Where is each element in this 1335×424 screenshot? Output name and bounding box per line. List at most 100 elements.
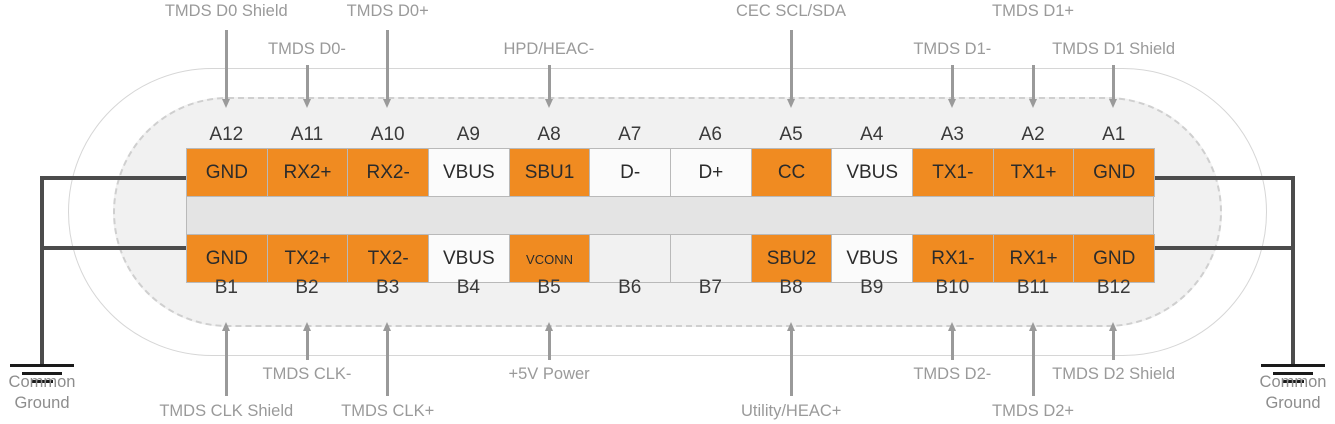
arrow-shaft xyxy=(950,65,954,99)
annotation-arrow-b11 xyxy=(1028,322,1038,396)
pin-cell-label: RX2- xyxy=(366,161,410,183)
arrow-head xyxy=(383,99,392,108)
left-ground-wire-bottom xyxy=(40,246,190,250)
annotation-arrow-a3 xyxy=(947,65,957,108)
pin-cell-label: TX1+ xyxy=(1010,161,1057,183)
arrow-head xyxy=(383,322,392,331)
annotation-arrow-a8 xyxy=(544,65,554,108)
annotation-arrow-b3 xyxy=(383,322,392,396)
pin-cell-b9-vbus: VBUS xyxy=(831,234,914,283)
left-ground-label-line1: Common xyxy=(8,373,76,391)
pin-cell-a12-gnd: GND xyxy=(186,148,268,197)
right-ground-symbol-bar-1 xyxy=(1261,364,1325,367)
annotation-label-a8: HPD/HEAC- xyxy=(503,40,595,58)
annotation-label-b12: TMDS D2 Shield xyxy=(1052,365,1176,383)
pin-cell-label: SBU1 xyxy=(524,161,575,183)
pin-cell-b12-gnd: GND xyxy=(1073,234,1156,283)
pin-cell-b7-empty xyxy=(670,234,752,283)
pin-id-a4: A4 xyxy=(860,124,884,145)
pin-cell-a1-gnd: GND xyxy=(1073,148,1156,197)
pin-cell-label: VBUS xyxy=(442,161,495,183)
pin-cell-label: D+ xyxy=(698,161,724,183)
annotation-arrow-a2 xyxy=(1028,65,1038,108)
annotation-arrow-b1 xyxy=(221,322,231,396)
pin-cell-a4-vbus: VBUS xyxy=(831,148,914,197)
left-common-ground-label: Common Ground xyxy=(0,372,97,414)
pin-cell-label: GND xyxy=(205,247,248,269)
pin-cell-label: VBUS xyxy=(846,161,899,183)
pin-id-a10: A10 xyxy=(370,124,405,145)
arrow-head xyxy=(302,99,311,108)
pin-id-a11: A11 xyxy=(290,124,324,145)
arrow-head xyxy=(221,322,230,331)
pin-cell-label: VBUS xyxy=(442,247,495,269)
annotation-arrow-b10 xyxy=(947,322,957,360)
right-ground-wire-top xyxy=(1145,176,1295,180)
annotation-label-a1: TMDS D1 Shield xyxy=(1052,40,1176,58)
arrow-shaft xyxy=(386,331,390,396)
pin-cell-a11-rx2-: RX2+ xyxy=(266,148,349,197)
arrow-shaft xyxy=(386,30,390,99)
right-ground-symbol-bar-2 xyxy=(1273,372,1313,375)
pin-id-b2: B2 xyxy=(295,277,319,298)
annotation-label-b11: TMDS D2+ xyxy=(992,402,1075,420)
left-ground-wire-vertical xyxy=(40,176,44,366)
pin-id-a8: A8 xyxy=(537,124,561,145)
pin-cell-b1-gnd: GND xyxy=(186,234,268,283)
pin-cell-b11-rx1-: RX1+ xyxy=(992,234,1075,283)
annotation-arrow-b8 xyxy=(786,322,796,396)
annotation-arrow-a10 xyxy=(383,30,392,108)
pin-cell-label: SBU2 xyxy=(766,247,817,269)
pin-id-a1: A1 xyxy=(1102,124,1126,145)
left-ground-symbol-bar-3 xyxy=(31,380,53,383)
arrow-shaft xyxy=(950,331,954,360)
pin-cell-label: TX2- xyxy=(367,247,409,269)
pin-cell-b5-vconn: VCONN xyxy=(508,234,591,283)
pin-cell-b6-empty xyxy=(589,234,672,283)
pin-cell-label: GND xyxy=(1093,247,1136,269)
pin-cell-label: GND xyxy=(1093,161,1136,183)
annotation-arrow-a12 xyxy=(221,30,231,108)
pin-cell-a3-tx1-: TX1- xyxy=(912,148,994,197)
pin-id-b9: B9 xyxy=(860,277,884,298)
arrow-shaft xyxy=(1112,65,1116,99)
arrow-head xyxy=(544,322,553,331)
annotation-label-b10: TMDS D2- xyxy=(913,365,992,383)
right-ground-wire-bottom xyxy=(1145,246,1295,250)
arrow-shaft xyxy=(305,65,309,99)
annotation-label-b5: +5V Power xyxy=(508,365,590,383)
left-ground-label-line2: Ground xyxy=(14,394,70,412)
arrow-head xyxy=(221,99,230,108)
pin-cell-a8-sbu1: SBU1 xyxy=(508,148,591,197)
pin-cell-b2-tx2-: TX2+ xyxy=(266,234,349,283)
pin-cell-b3-tx2-: TX2- xyxy=(347,234,430,283)
annotation-label-b3: TMDS CLK+ xyxy=(341,402,435,420)
arrow-head xyxy=(1028,99,1037,108)
arrow-head xyxy=(1109,99,1118,108)
right-ground-symbol-bar-3 xyxy=(1282,380,1304,383)
pin-cell-a2-tx1-: TX1+ xyxy=(992,148,1075,197)
arrow-shaft xyxy=(1031,331,1035,396)
pin-id-b5: B5 xyxy=(537,277,561,298)
pin-id-a9: A9 xyxy=(456,124,480,145)
arrow-head xyxy=(947,99,956,108)
annotation-arrow-a11 xyxy=(302,65,312,108)
pin-id-b7: B7 xyxy=(698,277,722,298)
left-ground-symbol-bar-2 xyxy=(22,372,62,375)
annotation-label-a10: TMDS D0+ xyxy=(346,2,429,20)
arrow-head xyxy=(544,99,553,108)
pin-cell-label: RX2+ xyxy=(283,161,332,183)
connector-outer-shell xyxy=(68,68,1267,356)
annotation-arrow-a5 xyxy=(786,30,796,108)
right-ground-wire-vertical xyxy=(1291,176,1295,366)
annotation-label-b1: TMDS CLK Shield xyxy=(159,402,294,420)
annotation-label-a12: TMDS D0 Shield xyxy=(164,2,288,20)
pin-cell-a7-d-: D- xyxy=(589,148,672,197)
pin-cell-label: VBUS xyxy=(846,247,899,269)
arrow-head xyxy=(947,322,956,331)
pin-cell-label: TX2+ xyxy=(284,247,331,269)
